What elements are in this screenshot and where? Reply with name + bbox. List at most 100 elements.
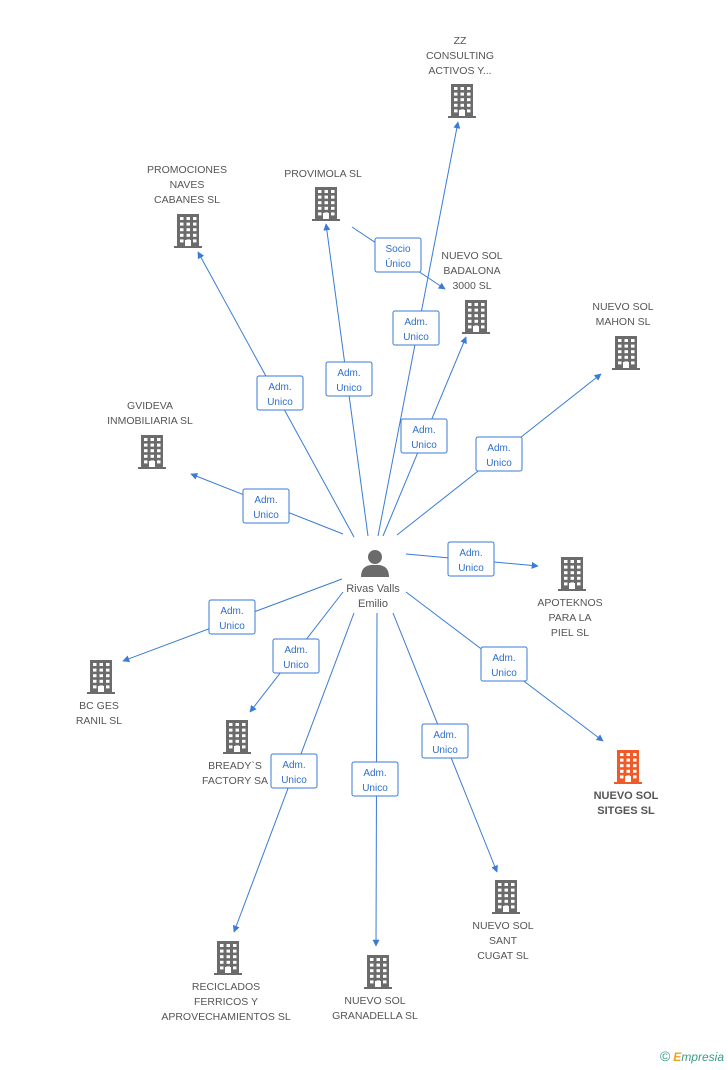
company-label: NUEVO SOL: [344, 995, 405, 1007]
role-label-bready[interactable]: Adm. Unico: [272, 638, 320, 674]
building-icon: [223, 720, 251, 754]
company-label: CUGAT SL: [477, 950, 529, 962]
role-label-sitges[interactable]: Adm.Unico: [480, 646, 528, 682]
company-node-badalona[interactable]: NUEVO SOL BADALONA 3000 SL: [441, 250, 503, 334]
company-label: SANT: [489, 935, 518, 947]
role-label-promociones[interactable]: Adm.Unico: [256, 375, 304, 411]
company-label: BC GES: [79, 700, 119, 712]
role-text: Unico: [458, 563, 484, 574]
role-box: [475, 436, 523, 472]
company-label: FERRICOS Y: [194, 996, 258, 1008]
role-box: [480, 646, 528, 682]
role-label-sant_cugat[interactable]: Adm.Unico: [421, 723, 469, 759]
building-icon: [174, 214, 202, 248]
building-icon: [87, 660, 115, 694]
role-label-zz[interactable]: Adm. Unico: [392, 310, 440, 346]
role-text: Adm.: [487, 443, 510, 454]
building-icon: [492, 880, 520, 914]
brand-logo-initial: E: [673, 1050, 682, 1064]
company-label: 3000 SL: [452, 280, 491, 292]
company-label: RANIL SL: [76, 715, 122, 727]
company-label: GVIDEVA: [127, 400, 173, 412]
company-node-provimola[interactable]: PROVIMOLA SL: [284, 168, 362, 221]
company-label: CABANES SL: [154, 194, 220, 206]
role-text: Adm.: [220, 606, 243, 617]
company-node-bcges[interactable]: BC GES RANIL SL: [76, 660, 122, 727]
building-icon: [138, 435, 166, 469]
company-label: MAHON SL: [596, 316, 651, 328]
company-label: INMOBILIARIA SL: [107, 415, 193, 427]
role-label-badalona[interactable]: Adm. Unico: [400, 418, 448, 454]
brand-logo-text: mpresia: [681, 1050, 724, 1064]
building-icon: [364, 955, 392, 989]
company-label: APROVECHAMIENTOS SL: [161, 1011, 290, 1023]
brand-footer: ©Empresia: [660, 1048, 724, 1064]
role-text: Adm.: [254, 495, 277, 506]
role-text: Adm.: [433, 730, 456, 741]
role-text: Unico: [336, 383, 362, 394]
company-node-reciclados[interactable]: RECICLADOS FERRICOS Y APROVECHAMIENTOS SL: [161, 941, 291, 1023]
company-label: PARA LA: [549, 612, 592, 624]
role-text: Adm.: [404, 317, 427, 328]
company-label: NAVES: [170, 179, 205, 191]
person-icon: [361, 550, 389, 577]
company-node-sant_cugat[interactable]: NUEVO SOL SANT CUGAT SL: [472, 880, 534, 962]
role-box: [270, 753, 318, 789]
company-node-gvideva[interactable]: GVIDEVA INMOBILIARIA SL: [107, 400, 193, 469]
role-text: Unico: [362, 783, 388, 794]
role-text: Adm.: [412, 425, 435, 436]
company-label: GRANADELLA SL: [332, 1010, 418, 1022]
role-text: Único: [385, 257, 411, 270]
role-text: Unico: [281, 775, 307, 786]
role-text: Unico: [219, 621, 245, 632]
role-text: Adm.: [284, 645, 307, 656]
company-node-granadella[interactable]: NUEVO SOL GRANADELLA SL: [332, 955, 418, 1022]
company-label: NUEVO SOL: [472, 920, 533, 932]
company-label: SITGES SL: [597, 805, 655, 817]
company-label: NUEVO SOL: [592, 301, 653, 313]
company-label: PROVIMOLA SL: [284, 168, 362, 180]
role-box: [374, 237, 422, 273]
company-label: NUEVO SOL: [594, 790, 659, 802]
company-node-sitges[interactable]: NUEVO SOL SITGES SL: [594, 750, 659, 817]
role-text: Unico: [403, 332, 429, 343]
company-node-apoteknos[interactable]: APOTEKNOS PARA LA PIEL SL: [537, 557, 603, 639]
role-text: Adm.: [282, 760, 305, 771]
role-box: [272, 638, 320, 674]
role-text: Adm.: [492, 653, 515, 664]
company-label: ZZ: [454, 35, 467, 47]
copyright-icon: ©: [659, 1048, 671, 1064]
company-label: APOTEKNOS: [537, 597, 602, 609]
building-icon: [214, 941, 242, 975]
role-text: Unico: [283, 660, 309, 671]
role-label-gvideva[interactable]: Adm.Unico: [242, 488, 290, 524]
company-label: FACTORY SA: [202, 775, 268, 787]
role-label-bcges[interactable]: Adm. Unico: [208, 599, 256, 635]
role-text: Adm.: [363, 768, 386, 779]
company-node-mahon[interactable]: NUEVO SOL MAHON SL: [592, 301, 654, 370]
company-label: NUEVO SOL: [441, 250, 502, 262]
role-box: [392, 310, 440, 346]
role-label-granadella[interactable]: Adm. Unico: [351, 761, 399, 797]
role-text: Socio: [385, 244, 410, 255]
company-label: PIEL SL: [551, 627, 589, 639]
role-box: [208, 599, 256, 635]
company-label: BADALONA: [443, 265, 500, 277]
role-label-reciclados[interactable]: Adm. Unico: [270, 753, 318, 789]
company-label: RECICLADOS: [192, 981, 260, 993]
role-box: [256, 375, 304, 411]
role-text: Unico: [411, 440, 437, 451]
role-label-mahon[interactable]: Adm.Unico: [475, 436, 523, 472]
person-name: Emilio: [358, 598, 388, 610]
role-box: [400, 418, 448, 454]
role-text: Adm.: [337, 368, 360, 379]
role-label-provimola[interactable]: Adm. Unico: [325, 361, 373, 397]
role-label-apoteknos[interactable]: Adm.Unico: [447, 541, 495, 577]
building-icon: [614, 750, 642, 784]
